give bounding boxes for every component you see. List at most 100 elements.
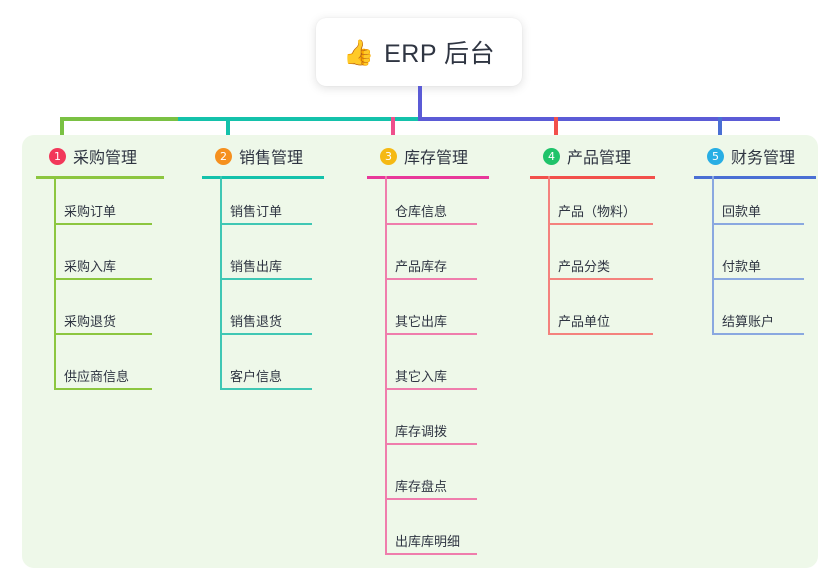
branch-item-underline bbox=[548, 223, 653, 225]
branch-column: 3 库存管理仓库信息产品库存其它出库其它入库库存调拨库存盘点出库库明细 bbox=[367, 143, 489, 555]
branch-item-underline bbox=[220, 278, 312, 280]
branch-header-underline bbox=[530, 176, 655, 179]
branch-item-underline bbox=[54, 388, 152, 390]
branch-item-label: 出库库明细 bbox=[395, 534, 461, 549]
branch-item[interactable]: 出库库明细 bbox=[385, 531, 477, 555]
branch-item-label: 结算账户 bbox=[722, 314, 775, 329]
branch-header[interactable]: 4 产品管理 bbox=[530, 143, 655, 169]
branch-item[interactable]: 销售退货 bbox=[220, 311, 312, 335]
branch-number-badge: 4 bbox=[543, 147, 560, 165]
branch-item-label: 客户信息 bbox=[230, 369, 283, 384]
branch-item-underline bbox=[385, 278, 477, 280]
branch-item[interactable]: 库存盘点 bbox=[385, 476, 477, 500]
branch-title: 库存管理 bbox=[404, 150, 469, 167]
branch-title: 产品管理 bbox=[567, 150, 632, 167]
branch-item[interactable]: 采购入库 bbox=[54, 256, 152, 280]
branch-header-underline bbox=[202, 176, 324, 179]
branch-item[interactable]: 供应商信息 bbox=[54, 366, 152, 390]
branch-item-label: 产品单位 bbox=[558, 314, 611, 329]
branch-spine bbox=[712, 176, 714, 333]
thumbs-up-icon: 👍 bbox=[342, 37, 375, 67]
branch-column: 5 财务管理回款单付款单结算账户 bbox=[694, 143, 816, 335]
branch-item-underline bbox=[54, 333, 152, 335]
branch-spine bbox=[385, 176, 387, 553]
branch-header-underline bbox=[36, 176, 164, 179]
branch-item-underline bbox=[385, 223, 477, 225]
branch-item-label: 产品分类 bbox=[558, 259, 611, 274]
branch-item[interactable]: 仓库信息 bbox=[385, 201, 477, 225]
branch-item-label: 其它入库 bbox=[395, 369, 448, 384]
branch-header-underline bbox=[694, 176, 816, 179]
branch-header[interactable]: 3 库存管理 bbox=[367, 143, 489, 169]
branch-item-underline bbox=[385, 443, 477, 445]
branch-item[interactable]: 销售出库 bbox=[220, 256, 312, 280]
branch-item[interactable]: 销售订单 bbox=[220, 201, 312, 225]
branch-item-label: 库存盘点 bbox=[395, 479, 448, 494]
branch-column: 2 销售管理销售订单销售出库销售退货客户信息 bbox=[202, 143, 324, 390]
branch-item-label: 供应商信息 bbox=[64, 369, 130, 384]
branch-item-underline bbox=[548, 333, 653, 335]
branch-item-label: 销售退货 bbox=[230, 314, 283, 329]
branch-item-label: 仓库信息 bbox=[395, 204, 448, 219]
branch-item-underline bbox=[220, 333, 312, 335]
branch-number-badge: 2 bbox=[215, 147, 232, 165]
branch-header[interactable]: 5 财务管理 bbox=[694, 143, 816, 169]
branch-header-underline bbox=[367, 176, 489, 179]
branch-item-label: 销售出库 bbox=[230, 259, 283, 274]
branch-item[interactable]: 结算账户 bbox=[712, 311, 804, 335]
branch-item-underline bbox=[385, 333, 477, 335]
branch-item[interactable]: 产品库存 bbox=[385, 256, 477, 280]
branch-item-underline bbox=[712, 333, 804, 335]
branch-item-label: 付款单 bbox=[722, 259, 762, 274]
branch-item-label: 产品（物料） bbox=[558, 204, 637, 219]
branch-header[interactable]: 1 采购管理 bbox=[36, 143, 164, 169]
branch-item-underline bbox=[385, 498, 477, 500]
branch-item-label: 销售订单 bbox=[230, 204, 283, 219]
branch-item-underline bbox=[220, 388, 312, 390]
branch-column: 4 产品管理产品（物料） 产品分类产品单位 bbox=[530, 143, 655, 335]
branch-number-badge: 1 bbox=[49, 147, 66, 165]
branch-panel bbox=[22, 135, 818, 568]
branch-number-badge: 3 bbox=[380, 147, 397, 165]
branch-item-underline bbox=[54, 223, 152, 225]
branch-spine bbox=[548, 176, 550, 333]
branch-item-label: 采购入库 bbox=[64, 259, 117, 274]
branch-item-label: 库存调拨 bbox=[395, 424, 448, 439]
branch-title: 采购管理 bbox=[73, 150, 138, 167]
branch-item[interactable]: 产品（物料） bbox=[548, 201, 653, 225]
branch-item[interactable]: 产品单位 bbox=[548, 311, 653, 335]
root-node-card[interactable]: 👍 ERP 后台 bbox=[316, 18, 522, 86]
branch-spine bbox=[220, 176, 222, 388]
branch-item-label: 回款单 bbox=[722, 204, 762, 219]
branch-header[interactable]: 2 销售管理 bbox=[202, 143, 324, 169]
branch-spine bbox=[54, 176, 56, 388]
branch-item-label: 采购订单 bbox=[64, 204, 117, 219]
branch-item[interactable]: 采购订单 bbox=[54, 201, 152, 225]
branch-item[interactable]: 付款单 bbox=[712, 256, 804, 280]
branch-item[interactable]: 客户信息 bbox=[220, 366, 312, 390]
branch-item[interactable]: 其它入库 bbox=[385, 366, 477, 390]
branch-item-label: 产品库存 bbox=[395, 259, 448, 274]
branch-item[interactable]: 库存调拨 bbox=[385, 421, 477, 445]
branch-item[interactable]: 回款单 bbox=[712, 201, 804, 225]
branch-item-label: 其它出库 bbox=[395, 314, 448, 329]
branch-item-underline bbox=[385, 388, 477, 390]
branch-item-underline bbox=[712, 223, 804, 225]
branch-title: 销售管理 bbox=[239, 150, 304, 167]
branch-item-label: 采购退货 bbox=[64, 314, 117, 329]
branch-item-underline bbox=[712, 278, 804, 280]
branch-item-underline bbox=[220, 223, 312, 225]
branch-item[interactable]: 其它出库 bbox=[385, 311, 477, 335]
bus-segment bbox=[178, 117, 418, 121]
trunk-connector bbox=[418, 86, 422, 120]
bus-segment bbox=[60, 117, 178, 121]
branch-item-underline bbox=[548, 278, 653, 280]
branch-item[interactable]: 采购退货 bbox=[54, 311, 152, 335]
branch-item-underline bbox=[54, 278, 152, 280]
branch-column: 1 采购管理采购订单采购入库采购退货供应商信息 bbox=[36, 143, 164, 390]
branch-title: 财务管理 bbox=[731, 150, 796, 167]
branch-item-underline bbox=[385, 553, 477, 555]
branch-item[interactable]: 产品分类 bbox=[548, 256, 653, 280]
branch-number-badge: 5 bbox=[707, 147, 724, 165]
